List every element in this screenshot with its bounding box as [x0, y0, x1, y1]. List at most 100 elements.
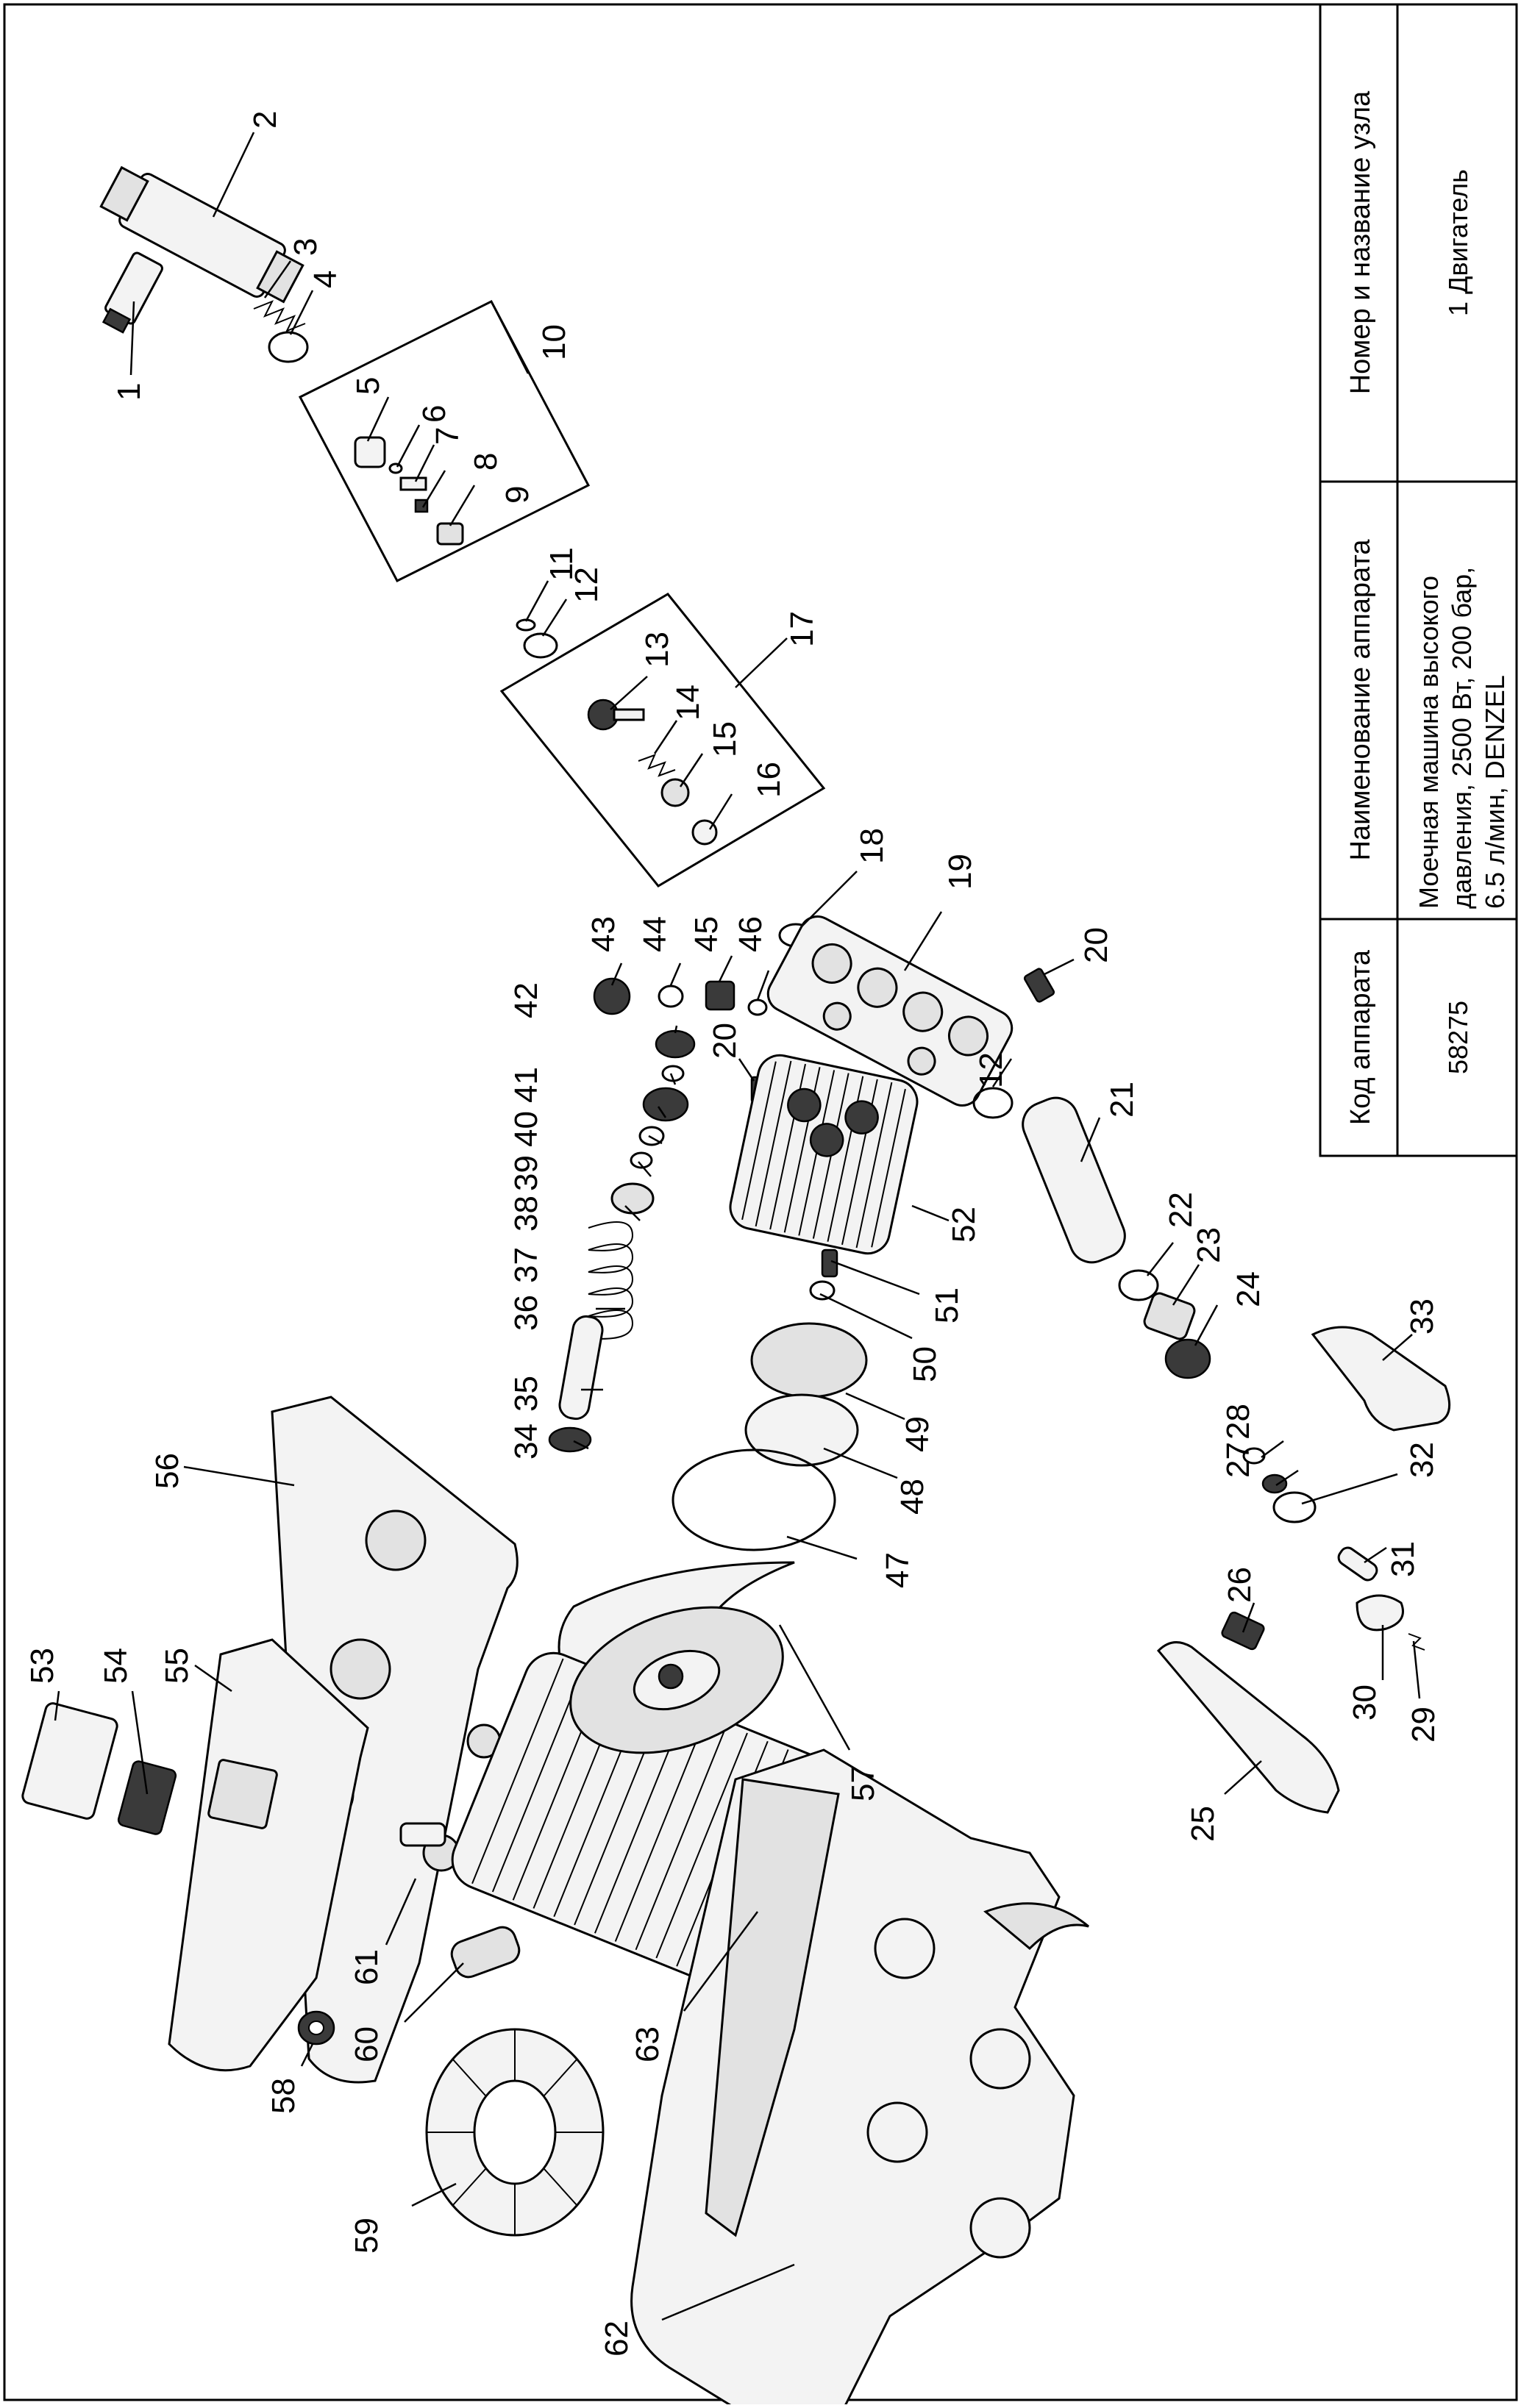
- callout-27: 27: [1220, 1442, 1256, 1478]
- part-24-filter: [1164, 1338, 1211, 1379]
- part-49-bearing: [750, 1322, 868, 1398]
- device-name-line-3: 6.5 л/мин, DENZEL: [1480, 675, 1510, 909]
- callout-12: 12: [569, 567, 605, 603]
- part-21-tube: [1022, 1096, 1126, 1264]
- part-2-fitting: [99, 165, 304, 304]
- part-31-pin: [1337, 1546, 1378, 1582]
- title-block: Код аппарата Наименование аппарата Номер…: [1319, 3, 1518, 1157]
- header-device-code: Код аппарата: [1345, 949, 1376, 1125]
- callout-20: 20: [1078, 927, 1114, 963]
- device-name-line-1: Моечная машина высокого: [1414, 576, 1444, 909]
- part-32-oring: [1272, 1491, 1317, 1523]
- callout-32: 32: [1404, 1442, 1440, 1478]
- callout-26: 26: [1222, 1567, 1258, 1603]
- callout-37: 37: [508, 1247, 544, 1283]
- part-22-oring: [1118, 1269, 1159, 1301]
- part-48-plate: [744, 1393, 859, 1467]
- part-11-ring: [516, 618, 536, 632]
- callout-18: 18: [854, 828, 890, 864]
- group-17-parts: [587, 699, 718, 846]
- callout-10: 10: [536, 324, 572, 360]
- callout-4: 4: [307, 271, 343, 288]
- callout-25: 25: [1185, 1806, 1221, 1842]
- part-23-fitting: [1143, 1292, 1196, 1340]
- part-19-pump-head: [766, 915, 1014, 1107]
- part-36-spring: [588, 1221, 634, 1340]
- part-54-switch: [117, 1760, 177, 1835]
- callout-12-second: 12: [973, 1052, 1009, 1088]
- callout-17: 17: [784, 611, 820, 647]
- callout-21: 21: [1104, 1082, 1140, 1118]
- callout-48: 48: [894, 1479, 930, 1515]
- callout-33: 33: [1404, 1298, 1440, 1335]
- callout-39: 39: [508, 1155, 544, 1191]
- part-45-valve: [705, 980, 735, 1011]
- part-drawings: [21, 165, 1451, 2408]
- callout-35: 35: [508, 1376, 544, 1412]
- callout-9: 9: [499, 486, 535, 504]
- callout-62: 62: [599, 2321, 635, 2357]
- part-47-oring: [672, 1448, 836, 1551]
- part-60-bracket: [450, 1926, 521, 1979]
- callout-2: 2: [247, 111, 283, 129]
- part-34-retainer: [548, 1426, 592, 1453]
- part-55-terminal-box: [168, 1638, 369, 2072]
- callout-60: 60: [349, 2026, 385, 2062]
- callout-41: 41: [508, 1067, 544, 1103]
- part-52-cylinder-block: [729, 1054, 919, 1255]
- callout-19: 19: [942, 854, 978, 890]
- callout-52: 52: [946, 1207, 982, 1243]
- part-3-spring: [253, 300, 306, 332]
- callout-31: 31: [1385, 1541, 1421, 1577]
- callout-23: 23: [1191, 1227, 1227, 1263]
- callout-53: 53: [24, 1648, 60, 1684]
- callout-30: 30: [1347, 1684, 1383, 1721]
- callout-1: 1: [111, 383, 147, 401]
- header-device-name: Наименование аппарата: [1345, 539, 1376, 861]
- part-38-ring: [630, 1151, 653, 1169]
- part-30-lever: [1356, 1594, 1404, 1632]
- callout-43: 43: [585, 916, 621, 952]
- callout-51: 51: [929, 1287, 965, 1323]
- part-37-washer: [610, 1182, 655, 1215]
- callout-46: 46: [733, 916, 769, 952]
- part-33-cover: [1311, 1326, 1451, 1432]
- assembly-value: 1 Двигатель: [1443, 169, 1473, 316]
- callout-29: 29: [1406, 1707, 1442, 1743]
- callout-numbers: 1 2 3 4 5 6 7 8 9 10 11 12 13 14 15 16 1…: [24, 111, 1442, 2357]
- callout-5: 5: [350, 377, 386, 395]
- callout-8: 8: [468, 453, 504, 471]
- part-44-oring: [658, 985, 684, 1008]
- device-name-line-2: давления, 2500 Вт, 200 бар,: [1447, 567, 1477, 909]
- part-1-nipple: [101, 251, 163, 334]
- callout-11: 11: [544, 547, 580, 581]
- callout-55: 55: [159, 1648, 195, 1684]
- callout-22: 22: [1163, 1192, 1199, 1228]
- callout-58: 58: [266, 2078, 302, 2114]
- part-12b-oring: [972, 1087, 1014, 1119]
- part-4-oring: [268, 331, 309, 363]
- part-25-switch-housing: [1156, 1641, 1340, 1814]
- callout-50: 50: [907, 1346, 943, 1382]
- callout-42: 42: [508, 982, 544, 1018]
- header-assembly: Номер и название узла: [1345, 90, 1376, 394]
- callout-24: 24: [1230, 1271, 1267, 1307]
- part-42-seal: [655, 1029, 696, 1059]
- part-29-spring: [1408, 1633, 1425, 1651]
- group-10-frame: [298, 300, 591, 582]
- callout-16: 16: [751, 762, 787, 798]
- part-43-plug: [593, 977, 631, 1015]
- callout-14: 14: [670, 685, 706, 721]
- group-17-frame: [499, 593, 826, 887]
- part-50-washer: [809, 1280, 836, 1301]
- callout-61: 61: [349, 1949, 385, 1985]
- callout-20-second: 20: [707, 1023, 743, 1059]
- part-12-oring: [523, 632, 558, 659]
- part-46-oring: [747, 998, 768, 1016]
- callout-45: 45: [688, 916, 724, 952]
- callout-38: 38: [508, 1196, 544, 1232]
- callout-54: 54: [98, 1648, 134, 1684]
- part-20-screw: [1023, 968, 1055, 1003]
